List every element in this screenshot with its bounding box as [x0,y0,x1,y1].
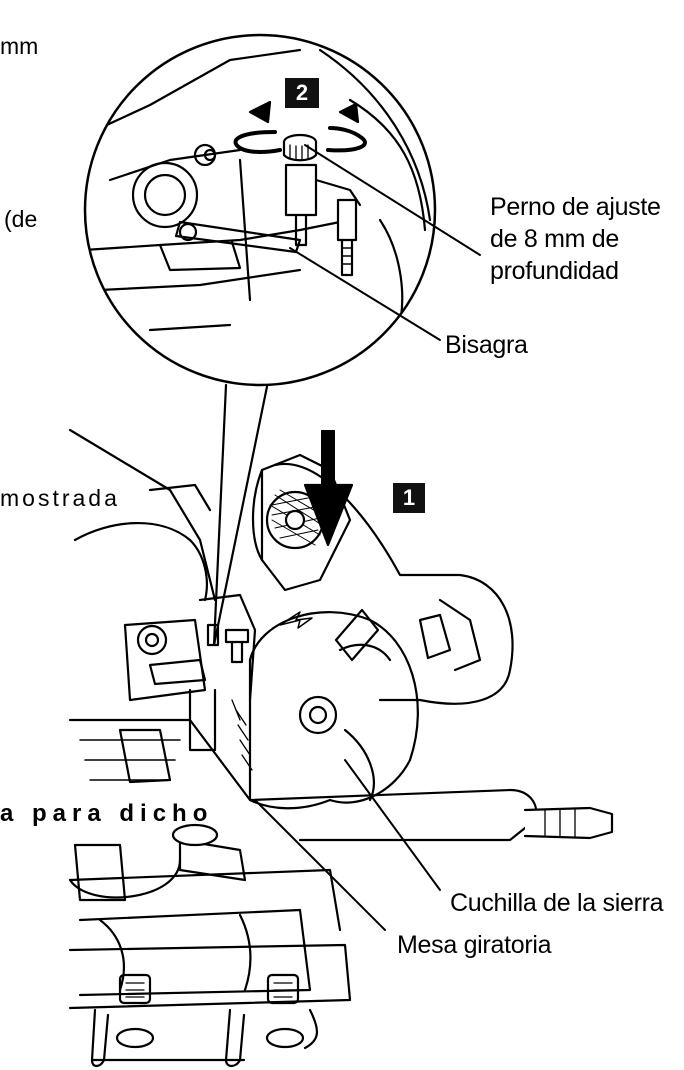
leader-saw-blade [344,759,441,891]
label-depth-bolt-line-2: de 8 mm de [490,225,620,253]
fragment-top-left: mm [0,33,39,59]
magnifier-circle [83,33,437,387]
fragment-middle-left: mostrada [0,485,120,511]
label-depth-bolt-line-3: profundidad [490,257,619,285]
detail-contents [86,48,432,342]
saw-blade [248,611,419,804]
fragment-upper-left: (de [4,206,38,232]
carry-handle [90,1008,110,1068]
step-2-badge: 2 [285,78,319,108]
miter-saw [68,428,614,1068]
leader-lines [254,144,481,931]
fragment-lower-left: a para dicho [0,800,214,827]
step-1-arrow [303,430,354,547]
label-depth-bolt-line-1: Perno de ajuste [490,193,661,221]
operator-arm [68,428,217,602]
detail-magnifier [83,33,437,647]
step-1-badge: 1 [393,483,425,513]
leader-turn-base [254,799,386,931]
leader-hinge [289,247,441,341]
label-hinge: Bisagra [445,331,528,359]
label-saw-blade: Cuchilla de la sierra [450,889,664,917]
leader-depth-bolt [304,144,481,256]
label-turn-base: Mesa giratoria [397,931,552,959]
